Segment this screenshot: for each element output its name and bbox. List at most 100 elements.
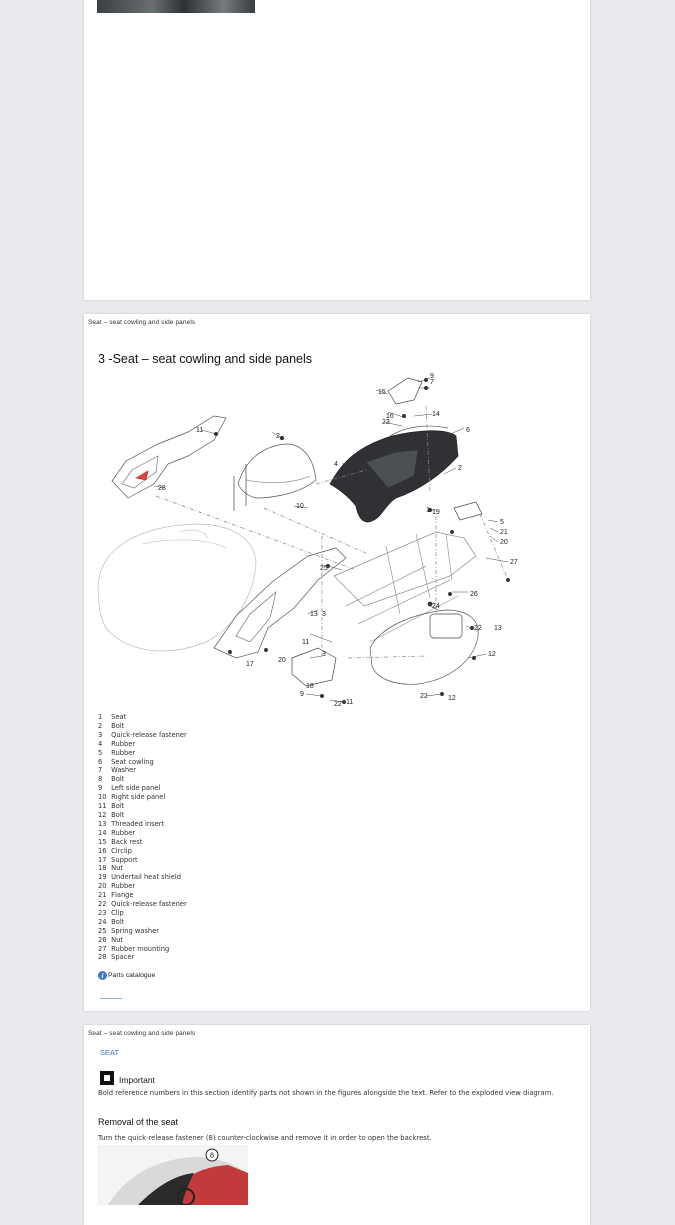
part-number: 27 bbox=[98, 944, 107, 953]
diagram-callout: 13 bbox=[310, 611, 318, 618]
document-page-previous bbox=[84, 0, 590, 300]
part-name: Spacer bbox=[111, 953, 135, 962]
parts-list-item: 4 Rubber bbox=[98, 740, 187, 749]
diagram-callout: 3 bbox=[322, 651, 326, 658]
part-number: 26 bbox=[98, 935, 107, 944]
part-number: 28 bbox=[98, 953, 107, 962]
parts-list-item: 14 Rubber bbox=[98, 829, 187, 838]
part-name: Rubber bbox=[111, 739, 136, 748]
part-name: Bolt bbox=[111, 810, 125, 819]
diagram-callout: 11 bbox=[196, 427, 203, 434]
diagram-callout: 22 bbox=[334, 701, 342, 708]
part-number: 18 bbox=[98, 864, 107, 873]
part-number: 11 bbox=[98, 802, 107, 811]
part-name: Seat cowling bbox=[111, 757, 154, 766]
part-name: Bolt bbox=[111, 802, 125, 811]
parts-list-item: 20 Rubber bbox=[98, 882, 187, 891]
part-name: Bolt bbox=[111, 775, 125, 784]
running-head: Seat – seat cowling and side panels bbox=[88, 319, 196, 326]
important-note-header: Important bbox=[100, 1071, 155, 1085]
diagram-callout: 21 bbox=[500, 529, 508, 536]
diagram-callout: 25 bbox=[320, 565, 328, 572]
parts-list-item: 27 Rubber mounting bbox=[98, 945, 187, 954]
part-name: Rubber bbox=[111, 748, 136, 757]
part-name: Right side panel bbox=[111, 793, 166, 802]
parts-list-item: 9 Left side panel bbox=[98, 784, 187, 793]
diagram-callout: 13 bbox=[494, 625, 502, 632]
important-text: Bold reference numbers in this section i… bbox=[98, 1089, 554, 1097]
info-icon: i bbox=[98, 971, 107, 980]
part-number: 2 bbox=[98, 721, 103, 730]
part-name: Rubber mounting bbox=[111, 944, 170, 953]
diagram-callout: 28 bbox=[158, 485, 166, 492]
part-number: 13 bbox=[98, 819, 107, 828]
parts-list-item: 22 Quick-release fastener bbox=[98, 900, 187, 909]
parts-list-item: 24 Bolt bbox=[98, 918, 187, 927]
diagram-callout: 2 bbox=[458, 465, 462, 472]
parts-list-item: 15 Back rest bbox=[98, 838, 187, 847]
parts-list-item: 28 Spacer bbox=[98, 953, 187, 962]
exploded-view-diagram: 1597161423611242281015212027252624132220… bbox=[97, 373, 518, 708]
parts-list-item: 17 Support bbox=[98, 856, 187, 865]
diagram-callout: 12 bbox=[448, 695, 456, 702]
part-number: 23 bbox=[98, 908, 107, 917]
diagram-callout: 9 bbox=[300, 691, 304, 698]
diagram-callout: 19 bbox=[432, 509, 440, 516]
part-name: Back rest bbox=[111, 837, 143, 846]
parts-catalogue-label: Parts catalogue bbox=[108, 972, 156, 979]
seat-link[interactable]: SEAT bbox=[100, 1048, 120, 1057]
part-name: Quick-release fastener bbox=[111, 730, 187, 739]
document-page-exploded-view: Seat – seat cowling and side panels 3 -S… bbox=[84, 314, 590, 1011]
part-number: 10 bbox=[98, 793, 107, 802]
part-number: 24 bbox=[98, 917, 107, 926]
part-name: Bolt bbox=[111, 721, 125, 730]
part-number: 1 bbox=[98, 713, 103, 721]
section-title: 3 -Seat – seat cowling and side panels bbox=[98, 352, 313, 366]
diagram-callout: 9 bbox=[430, 373, 434, 380]
part-number: 17 bbox=[98, 855, 107, 864]
part-name: Undertail heat shield bbox=[111, 873, 181, 882]
part-number: 21 bbox=[98, 891, 107, 900]
part-number: 9 bbox=[98, 784, 103, 793]
diagram-callout: 22 bbox=[420, 693, 428, 700]
part-number: 19 bbox=[98, 873, 107, 882]
diagram-callout: 1 bbox=[426, 507, 430, 514]
parts-list-item: 21 Flange bbox=[98, 891, 187, 900]
part-name: Seat bbox=[111, 713, 127, 721]
diagram-callout: 5 bbox=[500, 519, 504, 526]
parts-list-item: 13 Threaded insert bbox=[98, 820, 187, 829]
part-number: 16 bbox=[98, 846, 107, 855]
diagram-callout: 16 bbox=[386, 413, 394, 420]
diagram-callout: 11 bbox=[346, 699, 353, 706]
part-number: 6 bbox=[98, 757, 103, 766]
part-number: 22 bbox=[98, 900, 107, 909]
important-label: Important bbox=[119, 1075, 155, 1085]
diagram-callout: 11 bbox=[302, 639, 309, 646]
diagram-callout: 22 bbox=[474, 625, 482, 632]
part-name: Washer bbox=[111, 766, 137, 775]
parts-list-item: 25 Spring washer bbox=[98, 927, 187, 936]
part-name: Bolt bbox=[111, 917, 125, 926]
diagram-callout: 12 bbox=[488, 651, 496, 658]
important-icon bbox=[100, 1071, 114, 1085]
part-name: Spring washer bbox=[111, 926, 160, 935]
previous-page-image bbox=[97, 0, 255, 13]
diagram-callout: 2 bbox=[276, 433, 280, 440]
part-number: 14 bbox=[98, 828, 107, 837]
diagram-callout: 27 bbox=[510, 559, 518, 566]
parts-list-item: 11 Bolt bbox=[98, 802, 187, 811]
parts-list-item: 12 Bolt bbox=[98, 811, 187, 820]
part-name: Flange bbox=[111, 891, 134, 900]
parts-catalogue-link[interactable]: i Parts catalogue bbox=[98, 971, 155, 980]
part-number: 12 bbox=[98, 810, 107, 819]
parts-list-item: 10 Right side panel bbox=[98, 793, 187, 802]
diagram-callout: 20 bbox=[278, 657, 286, 664]
link-underline bbox=[100, 998, 122, 999]
part-name: Circlip bbox=[111, 846, 132, 855]
part-name: Quick-release fastener bbox=[111, 900, 187, 909]
parts-list-item: 3 Quick-release fastener bbox=[98, 731, 187, 740]
parts-list-item: 16 Circlip bbox=[98, 847, 187, 856]
parts-list-item: 5 Rubber bbox=[98, 749, 187, 758]
diagram-callout: 7 bbox=[430, 379, 434, 386]
parts-list-item: 26 Nut bbox=[98, 936, 187, 945]
